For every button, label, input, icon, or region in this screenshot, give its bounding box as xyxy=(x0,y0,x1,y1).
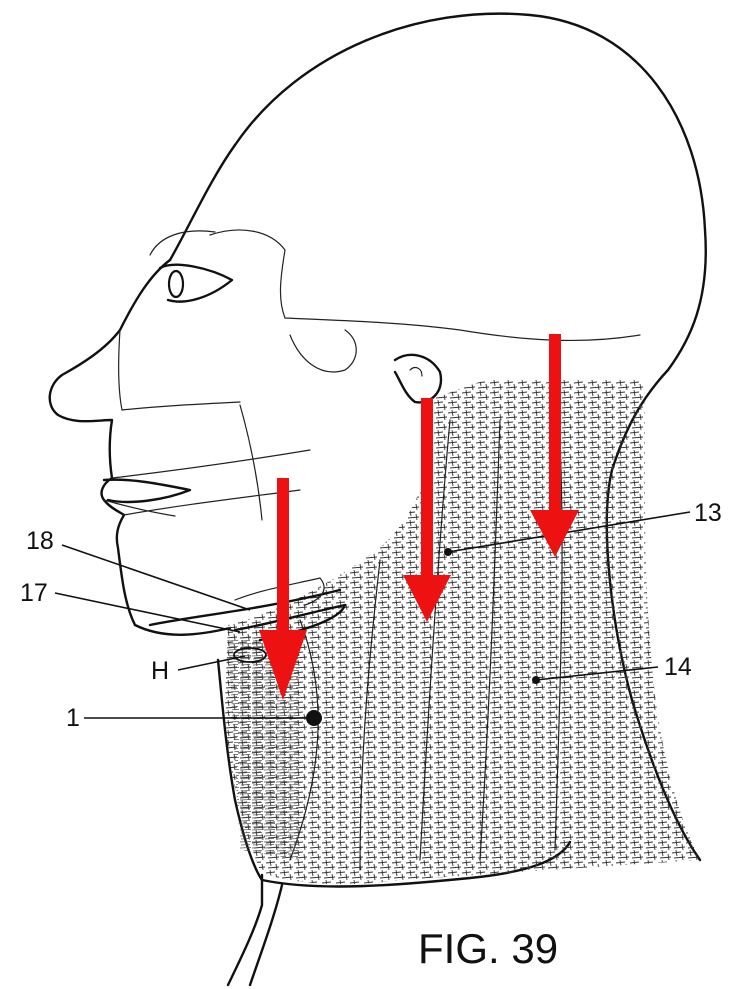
label-13: 13 xyxy=(694,499,722,527)
label-17: 17 xyxy=(20,579,48,607)
dot-1 xyxy=(306,710,322,726)
label-14: 14 xyxy=(664,653,692,681)
label-1: 1 xyxy=(66,704,80,732)
dot-14 xyxy=(532,676,540,684)
label-h: H xyxy=(151,657,169,685)
label-18: 18 xyxy=(26,527,54,555)
figure-caption: FIG. 39 xyxy=(418,925,558,972)
leader-17 xyxy=(55,593,240,632)
ear xyxy=(395,355,441,403)
eye xyxy=(150,231,232,302)
dot-13 xyxy=(444,548,452,556)
